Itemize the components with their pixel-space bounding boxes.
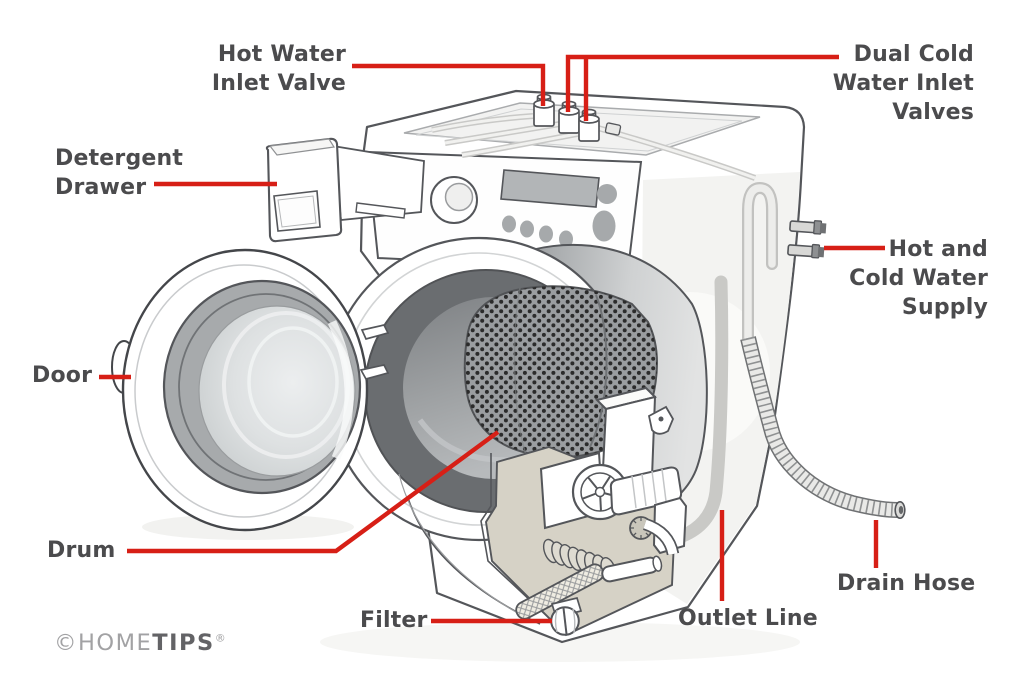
label-outlet-line: Outlet Line xyxy=(678,606,818,631)
filter xyxy=(550,596,583,636)
label-hot-and-cold-water-supply: Hot and Cold Water Supply xyxy=(849,237,988,320)
control-panel xyxy=(365,150,643,272)
registered-symbol: ® xyxy=(214,631,226,645)
water-supply-spigots xyxy=(787,220,827,259)
label-hot-water-inlet-valve: Hot Water Inlet Valve xyxy=(211,42,346,96)
label-detergent-drawer: Detergent Drawer xyxy=(55,146,184,200)
label-door: Door xyxy=(32,363,93,388)
label-drain-hose: Drain Hose xyxy=(837,571,976,596)
display xyxy=(500,169,600,208)
hometips-watermark: ©HOMETIPS® xyxy=(54,630,226,656)
door-hinge-tab xyxy=(359,364,390,380)
leader-dual-cold-valves xyxy=(565,54,839,112)
leader-lines xyxy=(99,54,885,624)
drain-hose xyxy=(740,181,906,519)
cold-water-inlet-valve-2 xyxy=(578,108,600,142)
label-dual-cold-water-inlet-valves: Dual Cold Water Inlet Valves xyxy=(832,42,974,125)
pump-assembly xyxy=(515,386,688,620)
shock-absorber xyxy=(601,555,663,583)
label-drum: Drum xyxy=(47,538,116,563)
detergent-drawer xyxy=(265,137,425,243)
door-hinge-tab xyxy=(360,324,390,341)
braided-hose xyxy=(515,563,605,620)
leader-drum xyxy=(127,430,500,554)
outlet-line xyxy=(663,275,729,547)
label-filter: Filter xyxy=(360,608,428,633)
door xyxy=(111,248,390,532)
brand-home: HOME xyxy=(78,630,153,656)
brand-tips: TIPS xyxy=(152,630,215,656)
leader-hot-water-inlet-valve xyxy=(352,63,546,106)
panel-buttons xyxy=(502,184,617,248)
copyright-symbol: © xyxy=(54,630,78,656)
